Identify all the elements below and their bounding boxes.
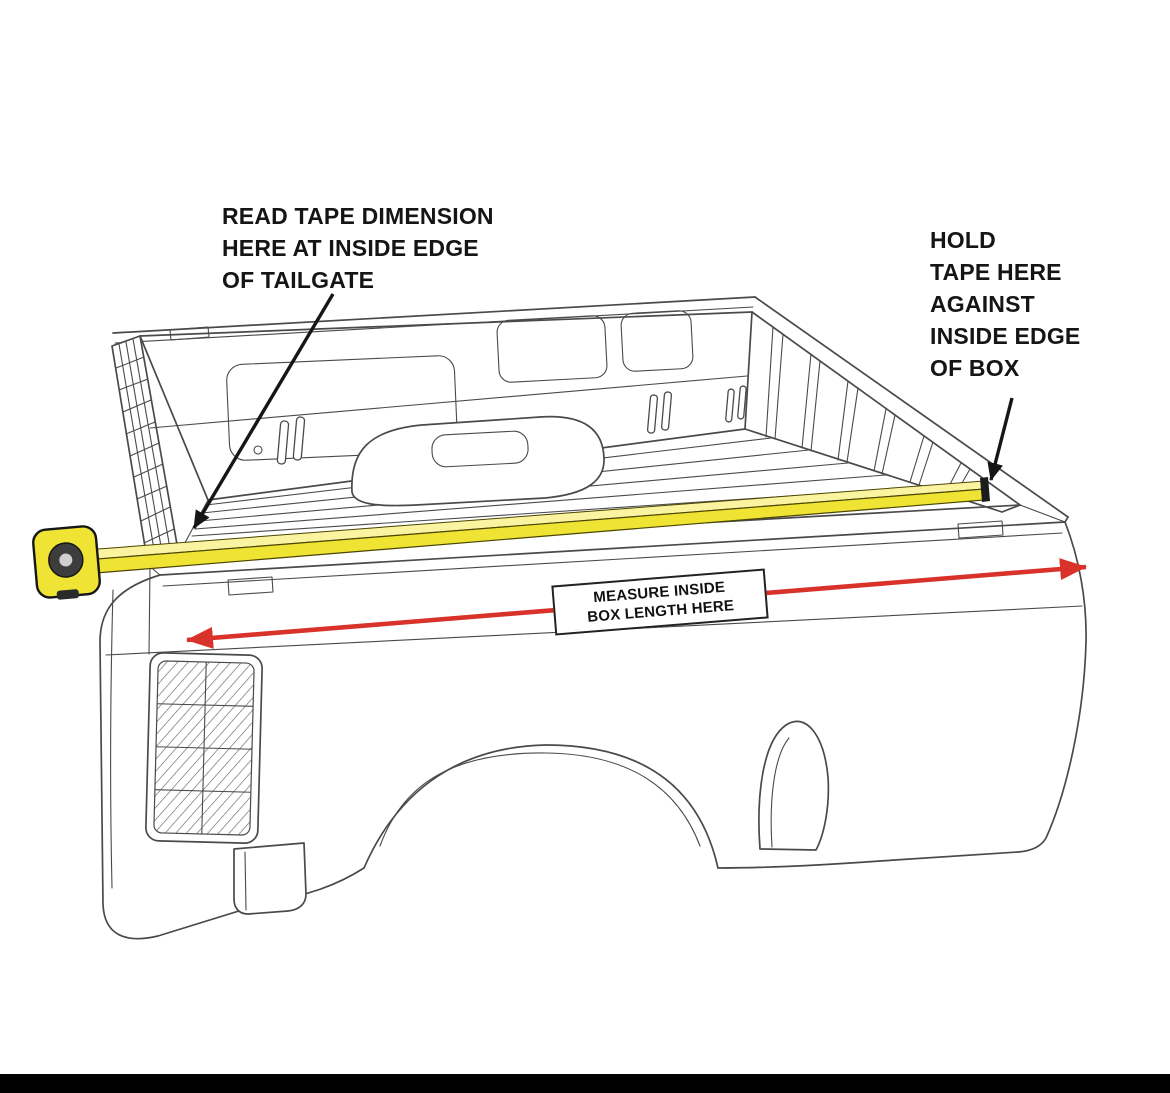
read-tape-arrow xyxy=(192,293,335,529)
callout-arrows xyxy=(192,293,1014,529)
hold-tape-line-2: TAPE HERE xyxy=(930,259,1062,285)
hold-tape-line-5: OF BOX xyxy=(930,355,1020,381)
read-tape-line-1: READ TAPE DIMENSION xyxy=(222,203,494,229)
tie-down-cleats xyxy=(276,385,747,465)
hold-tape-line-3: AGAINST xyxy=(930,291,1035,317)
read-tape-annotation: READ TAPE DIMENSION HERE AT INSIDE EDGE … xyxy=(222,200,494,296)
taillight xyxy=(145,652,263,844)
rear-step-bracket xyxy=(233,842,307,915)
far-rail xyxy=(112,296,756,344)
tailgate-inner-panel xyxy=(111,335,179,566)
hold-tape-line-4: INSIDE EDGE xyxy=(930,323,1081,349)
far-wall xyxy=(139,310,753,501)
footer-black-bar xyxy=(0,1074,1170,1093)
tape-measure xyxy=(32,477,990,600)
wheel-arch-flange xyxy=(379,752,701,847)
tape-end-hook xyxy=(980,477,990,502)
hold-tape-annotation: HOLD TAPE HERE AGAINST INSIDE EDGE OF BO… xyxy=(930,224,1080,384)
floor-hump xyxy=(351,415,605,507)
read-tape-line-3: OF TAILGATE xyxy=(222,267,375,293)
front-corner-bulge xyxy=(758,720,830,851)
hold-tape-line-1: HOLD xyxy=(930,227,996,253)
tape-measure-body xyxy=(32,525,101,600)
read-tape-line-2: HERE AT INSIDE EDGE xyxy=(222,235,479,261)
hold-tape-arrow xyxy=(987,397,1014,481)
